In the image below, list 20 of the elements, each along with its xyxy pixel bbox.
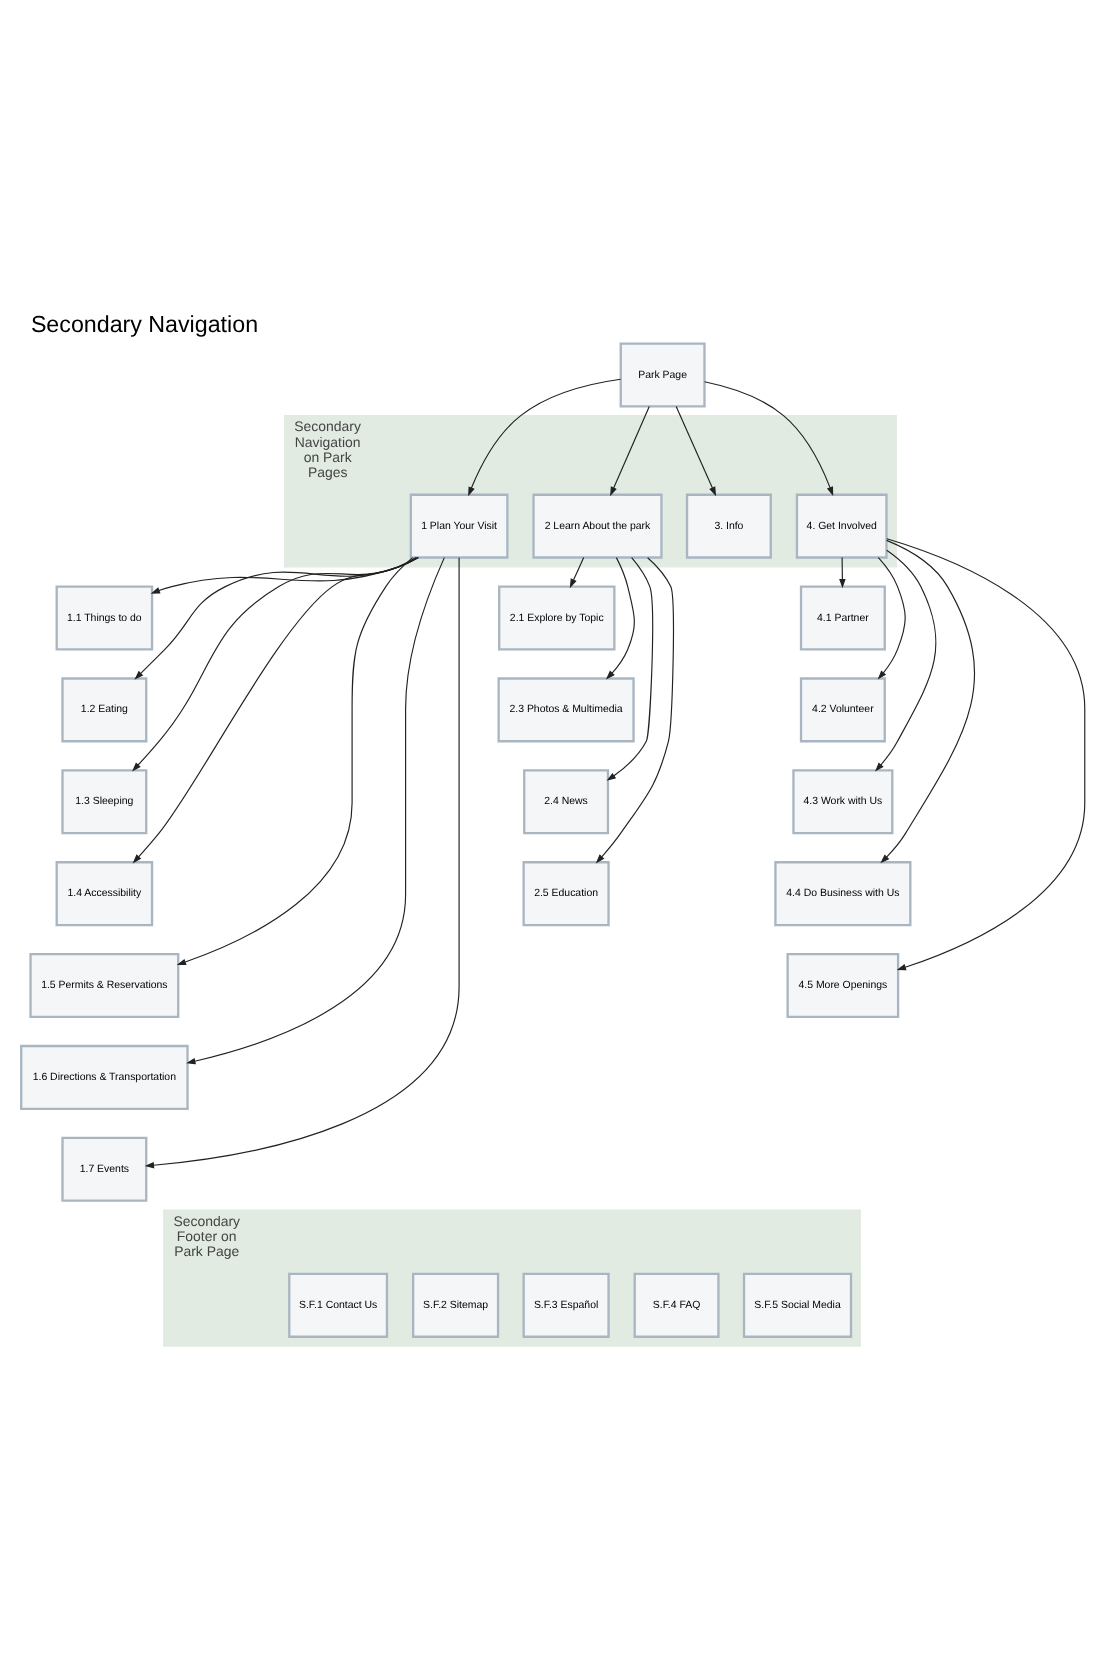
arrow bbox=[132, 557, 417, 864]
arrow bbox=[606, 557, 654, 781]
arrow bbox=[877, 557, 906, 680]
arrow bbox=[675, 406, 717, 497]
diagram-title: Secondary Navigation bbox=[30, 311, 259, 338]
arrow bbox=[886, 538, 1086, 971]
arrow bbox=[176, 557, 414, 966]
arrow bbox=[839, 557, 846, 589]
arrow bbox=[132, 557, 418, 772]
arrow bbox=[186, 557, 445, 1065]
arrow bbox=[144, 557, 460, 1169]
arrow bbox=[605, 557, 635, 680]
arrow bbox=[468, 378, 622, 497]
arrow bbox=[703, 381, 834, 497]
arrow bbox=[875, 549, 937, 772]
arrow bbox=[610, 406, 650, 497]
arrow bbox=[880, 539, 976, 864]
arrow bbox=[569, 557, 585, 589]
arrow bbox=[134, 557, 419, 680]
arrow bbox=[595, 557, 674, 864]
